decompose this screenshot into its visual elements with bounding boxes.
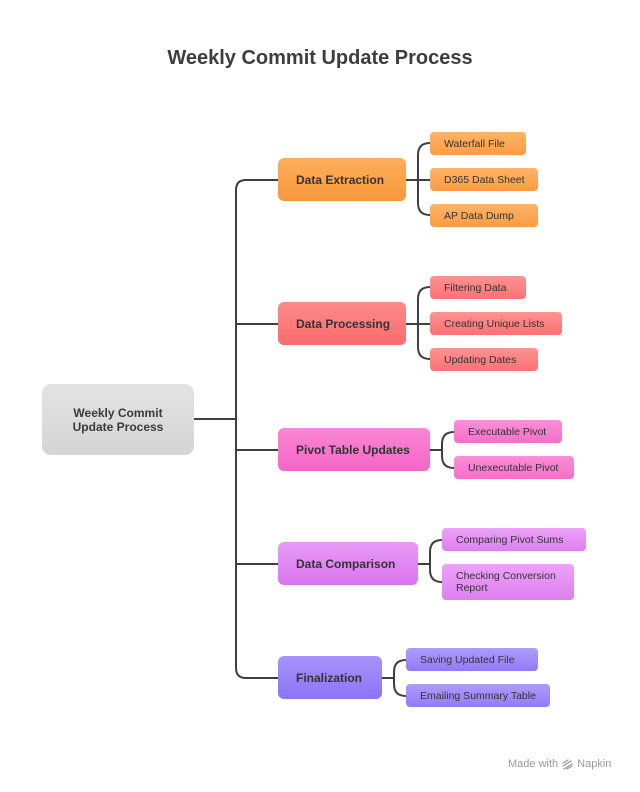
leaf-creating-unique-lists: Creating Unique Lists [430, 312, 562, 335]
leaf-filtering-data: Filtering Data [430, 276, 526, 299]
branch-pivot-table-updates: Pivot Table Updates [278, 428, 430, 471]
branch-finalization: Finalization [278, 656, 382, 699]
leaf-checking-conversion-report: Checking Conversion Report [442, 564, 574, 600]
root-node: Weekly Commit Update Process [42, 384, 194, 455]
branch-data-processing: Data Processing [278, 302, 406, 345]
branch-data-extraction: Data Extraction [278, 158, 406, 201]
napkin-brand: Napkin [577, 758, 612, 770]
leaf-updating-dates: Updating Dates [430, 348, 538, 371]
connector-pivot-leaves [441, 431, 455, 469]
napkin-logo-icon [562, 758, 573, 770]
made-with-label: Made with [508, 758, 559, 770]
diagram-title: Weekly Commit Update Process [167, 47, 473, 69]
leaf-unexecutable-pivot: Unexecutable Pivot [454, 456, 574, 479]
connector-trunk [235, 179, 279, 679]
branch-data-comparison: Data Comparison [278, 542, 418, 585]
leaf-ap-data-dump: AP Data Dump [430, 204, 538, 227]
leaf-d365-data-sheet: D365 Data Sheet [430, 168, 538, 191]
leaf-executable-pivot: Executable Pivot [454, 420, 562, 443]
leaf-saving-updated-file: Saving Updated File [406, 648, 538, 671]
connector-finalization-leaves [393, 659, 407, 697]
leaf-comparing-pivot-sums: Comparing Pivot Sums [442, 528, 586, 551]
made-with-napkin: Made with Napkin [508, 758, 611, 770]
leaf-waterfall-file: Waterfall File [430, 132, 526, 155]
leaf-emailing-summary-table: Emailing Summary Table [406, 684, 550, 707]
connector-comparison-leaves [429, 539, 443, 583]
